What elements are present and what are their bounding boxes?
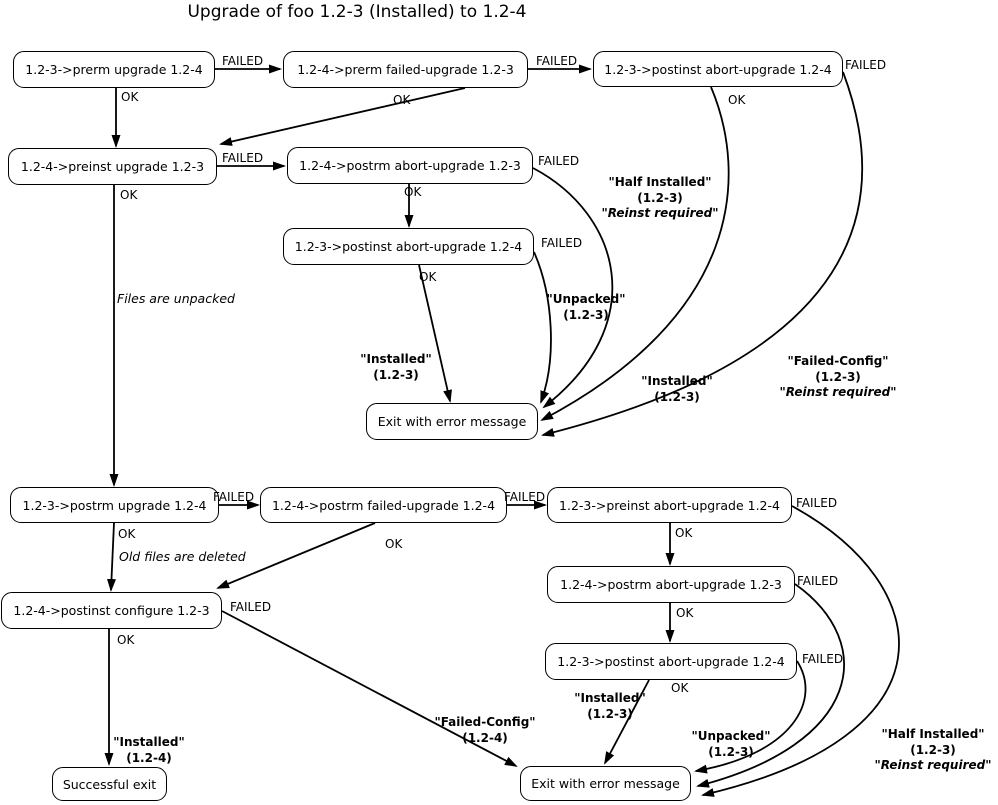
node-postrm-abort-bottom: 1.2-4->postrm abort-upgrade 1.2-3 xyxy=(547,566,795,603)
node-postinst-abort-top: 1.2-3->postinst abort-upgrade 1.2-4 xyxy=(593,51,843,87)
state-installed-124: "Installed" (1.2-4) xyxy=(107,735,191,766)
node-postrm-failed-upgrade: 1.2-4->postrm failed-upgrade 1.2-4 xyxy=(260,487,507,523)
node-preinst-upgrade: 1.2-4->preinst upgrade 1.2-3 xyxy=(8,148,217,185)
label-failed-postinst-bot: FAILED xyxy=(802,652,844,666)
edge-postinst-abort-bottom-ok xyxy=(604,679,650,765)
state-line: "Installed" xyxy=(641,374,713,388)
state-line: (1.2-3) xyxy=(637,190,683,205)
edge-postinst-configure-failed xyxy=(221,610,518,767)
label-ok-postrm-abort-mid: OK xyxy=(404,185,422,199)
label-failed-prerm: FAILED xyxy=(222,54,264,68)
label-failed-preinst: FAILED xyxy=(222,151,264,165)
edge-postinst-abort-top-failed xyxy=(541,71,864,437)
node-postrm-upgrade: 1.2-3->postrm upgrade 1.2-4 xyxy=(10,487,219,523)
edge-postrm-abort-bottom-failed xyxy=(696,583,845,788)
state-installed-mid: "Installed" (1.2-3) xyxy=(354,352,438,383)
state-line: "Installed" xyxy=(574,691,646,705)
label-ok-preinst-abort: OK xyxy=(675,526,693,540)
note-files-unpacked: Files are unpacked xyxy=(117,291,235,306)
diagram-title: Upgrade of foo 1.2-3 (Installed) to 1.2-… xyxy=(187,2,527,22)
state-line: "Half Installed" xyxy=(881,727,985,741)
edge-postrm-upgrade-ok xyxy=(106,522,116,592)
state-line: "Reinst required" xyxy=(874,758,992,772)
state-installed-bottom: "Installed" (1.2-3) xyxy=(568,691,652,722)
edge-prerm-failed-upgrade-ok xyxy=(219,87,466,146)
state-line: (1.2-3) xyxy=(815,369,861,384)
state-failed-config-right: "Failed-Config" (1.2-3) "Reinst required… xyxy=(765,354,911,401)
edge-postinst-abort-mid-ok xyxy=(418,264,452,403)
state-installed-right: "Installed" (1.2-3) xyxy=(635,374,719,405)
node-prerm-upgrade: 1.2-3->prerm upgrade 1.2-4 xyxy=(13,51,215,88)
label-ok-prerm-failed: OK xyxy=(393,93,411,107)
state-half-installed-bottom: "Half Installed" (1.2-3) "Reinst require… xyxy=(853,727,998,774)
label-ok-postinst-top: OK xyxy=(728,93,746,107)
label-failed-postinst-conf: FAILED xyxy=(230,600,272,614)
node-exit-error-mid: Exit with error message xyxy=(366,403,538,440)
state-line: (1.2-3) xyxy=(654,389,700,404)
label-failed-postrm-upgrade: FAILED xyxy=(213,490,255,504)
label-failed-postrm-abort-mid: FAILED xyxy=(538,154,580,168)
state-line: "Failed-Config" xyxy=(787,354,889,368)
edge-postrm-failed-upgrade-ok xyxy=(216,522,376,589)
state-line: "Reinst required" xyxy=(779,385,897,399)
state-line: "Failed-Config" xyxy=(434,715,536,729)
state-line: "Installed" xyxy=(360,352,432,366)
state-line: "Half Installed" xyxy=(608,175,712,189)
state-line: "Unpacked" xyxy=(691,729,771,743)
label-failed-postrm-abort-bot: FAILED xyxy=(797,574,839,588)
state-line: "Installed" xyxy=(113,735,185,749)
edge-preinst-abort-failed xyxy=(701,505,900,797)
note-old-files-deleted: Old files are deleted xyxy=(119,549,246,564)
label-ok-postinst-conf: OK xyxy=(117,633,135,647)
label-ok-prerm: OK xyxy=(121,90,139,104)
edge-postinst-abort-top-ok xyxy=(540,86,730,421)
label-failed-preinst-abort: FAILED xyxy=(796,496,838,510)
state-line: (1.2-3) xyxy=(563,307,609,322)
state-line: (1.2-4) xyxy=(126,750,172,765)
state-failed-config-124: "Failed-Config" (1.2-4) xyxy=(413,715,557,746)
state-line: (1.2-4) xyxy=(462,730,508,745)
node-prerm-failed-upgrade: 1.2-4->prerm failed-upgrade 1.2-3 xyxy=(283,51,528,88)
state-half-installed-top: "Half Installed" (1.2-3) "Reinst require… xyxy=(575,175,745,222)
edge-postinst-abort-bottom-failed xyxy=(694,660,807,774)
label-ok-postinst-bot: OK xyxy=(671,681,689,695)
state-line: (1.2-3) xyxy=(373,367,419,382)
state-line: (1.2-3) xyxy=(587,706,633,721)
label-ok-postinst-mid: OK xyxy=(419,270,437,284)
label-failed-postrm-failed: FAILED xyxy=(504,490,546,504)
label-ok-postrm-abort-bot: OK xyxy=(676,606,694,620)
node-postinst-abort-bottom: 1.2-3->postinst abort-upgrade 1.2-4 xyxy=(545,643,797,680)
node-exit-error-bottom: Exit with error message xyxy=(520,766,691,801)
state-line: "Unpacked" xyxy=(546,292,626,306)
node-postinst-abort-mid: 1.2-3->postinst abort-upgrade 1.2-4 xyxy=(283,228,534,265)
node-successful-exit: Successful exit xyxy=(52,767,167,801)
label-ok-preinst: OK xyxy=(120,188,138,202)
state-unpacked-bottom: "Unpacked" (1.2-3) xyxy=(688,729,774,760)
node-postinst-configure: 1.2-4->postinst configure 1.2-3 xyxy=(1,592,222,629)
label-failed-postinst-top: FAILED xyxy=(845,58,887,72)
state-unpacked-mid: "Unpacked" (1.2-3) xyxy=(536,292,636,323)
state-line: (1.2-3) xyxy=(708,744,754,759)
label-failed-postinst-mid: FAILED xyxy=(541,236,583,250)
label-failed-prerm-failed: FAILED xyxy=(536,54,578,68)
node-postrm-abort-mid: 1.2-4->postrm abort-upgrade 1.2-3 xyxy=(287,147,533,184)
label-ok-postrm-upgrade: OK xyxy=(118,527,136,541)
label-ok-postrm-failed: OK xyxy=(385,537,403,551)
node-preinst-abort: 1.2-3->preinst abort-upgrade 1.2-4 xyxy=(547,487,792,523)
edge-postrm-abort-mid-failed xyxy=(532,167,614,409)
state-line: (1.2-3) xyxy=(910,742,956,757)
state-line: "Reinst required" xyxy=(601,206,719,220)
edge-postinst-abort-mid-failed xyxy=(533,251,552,404)
